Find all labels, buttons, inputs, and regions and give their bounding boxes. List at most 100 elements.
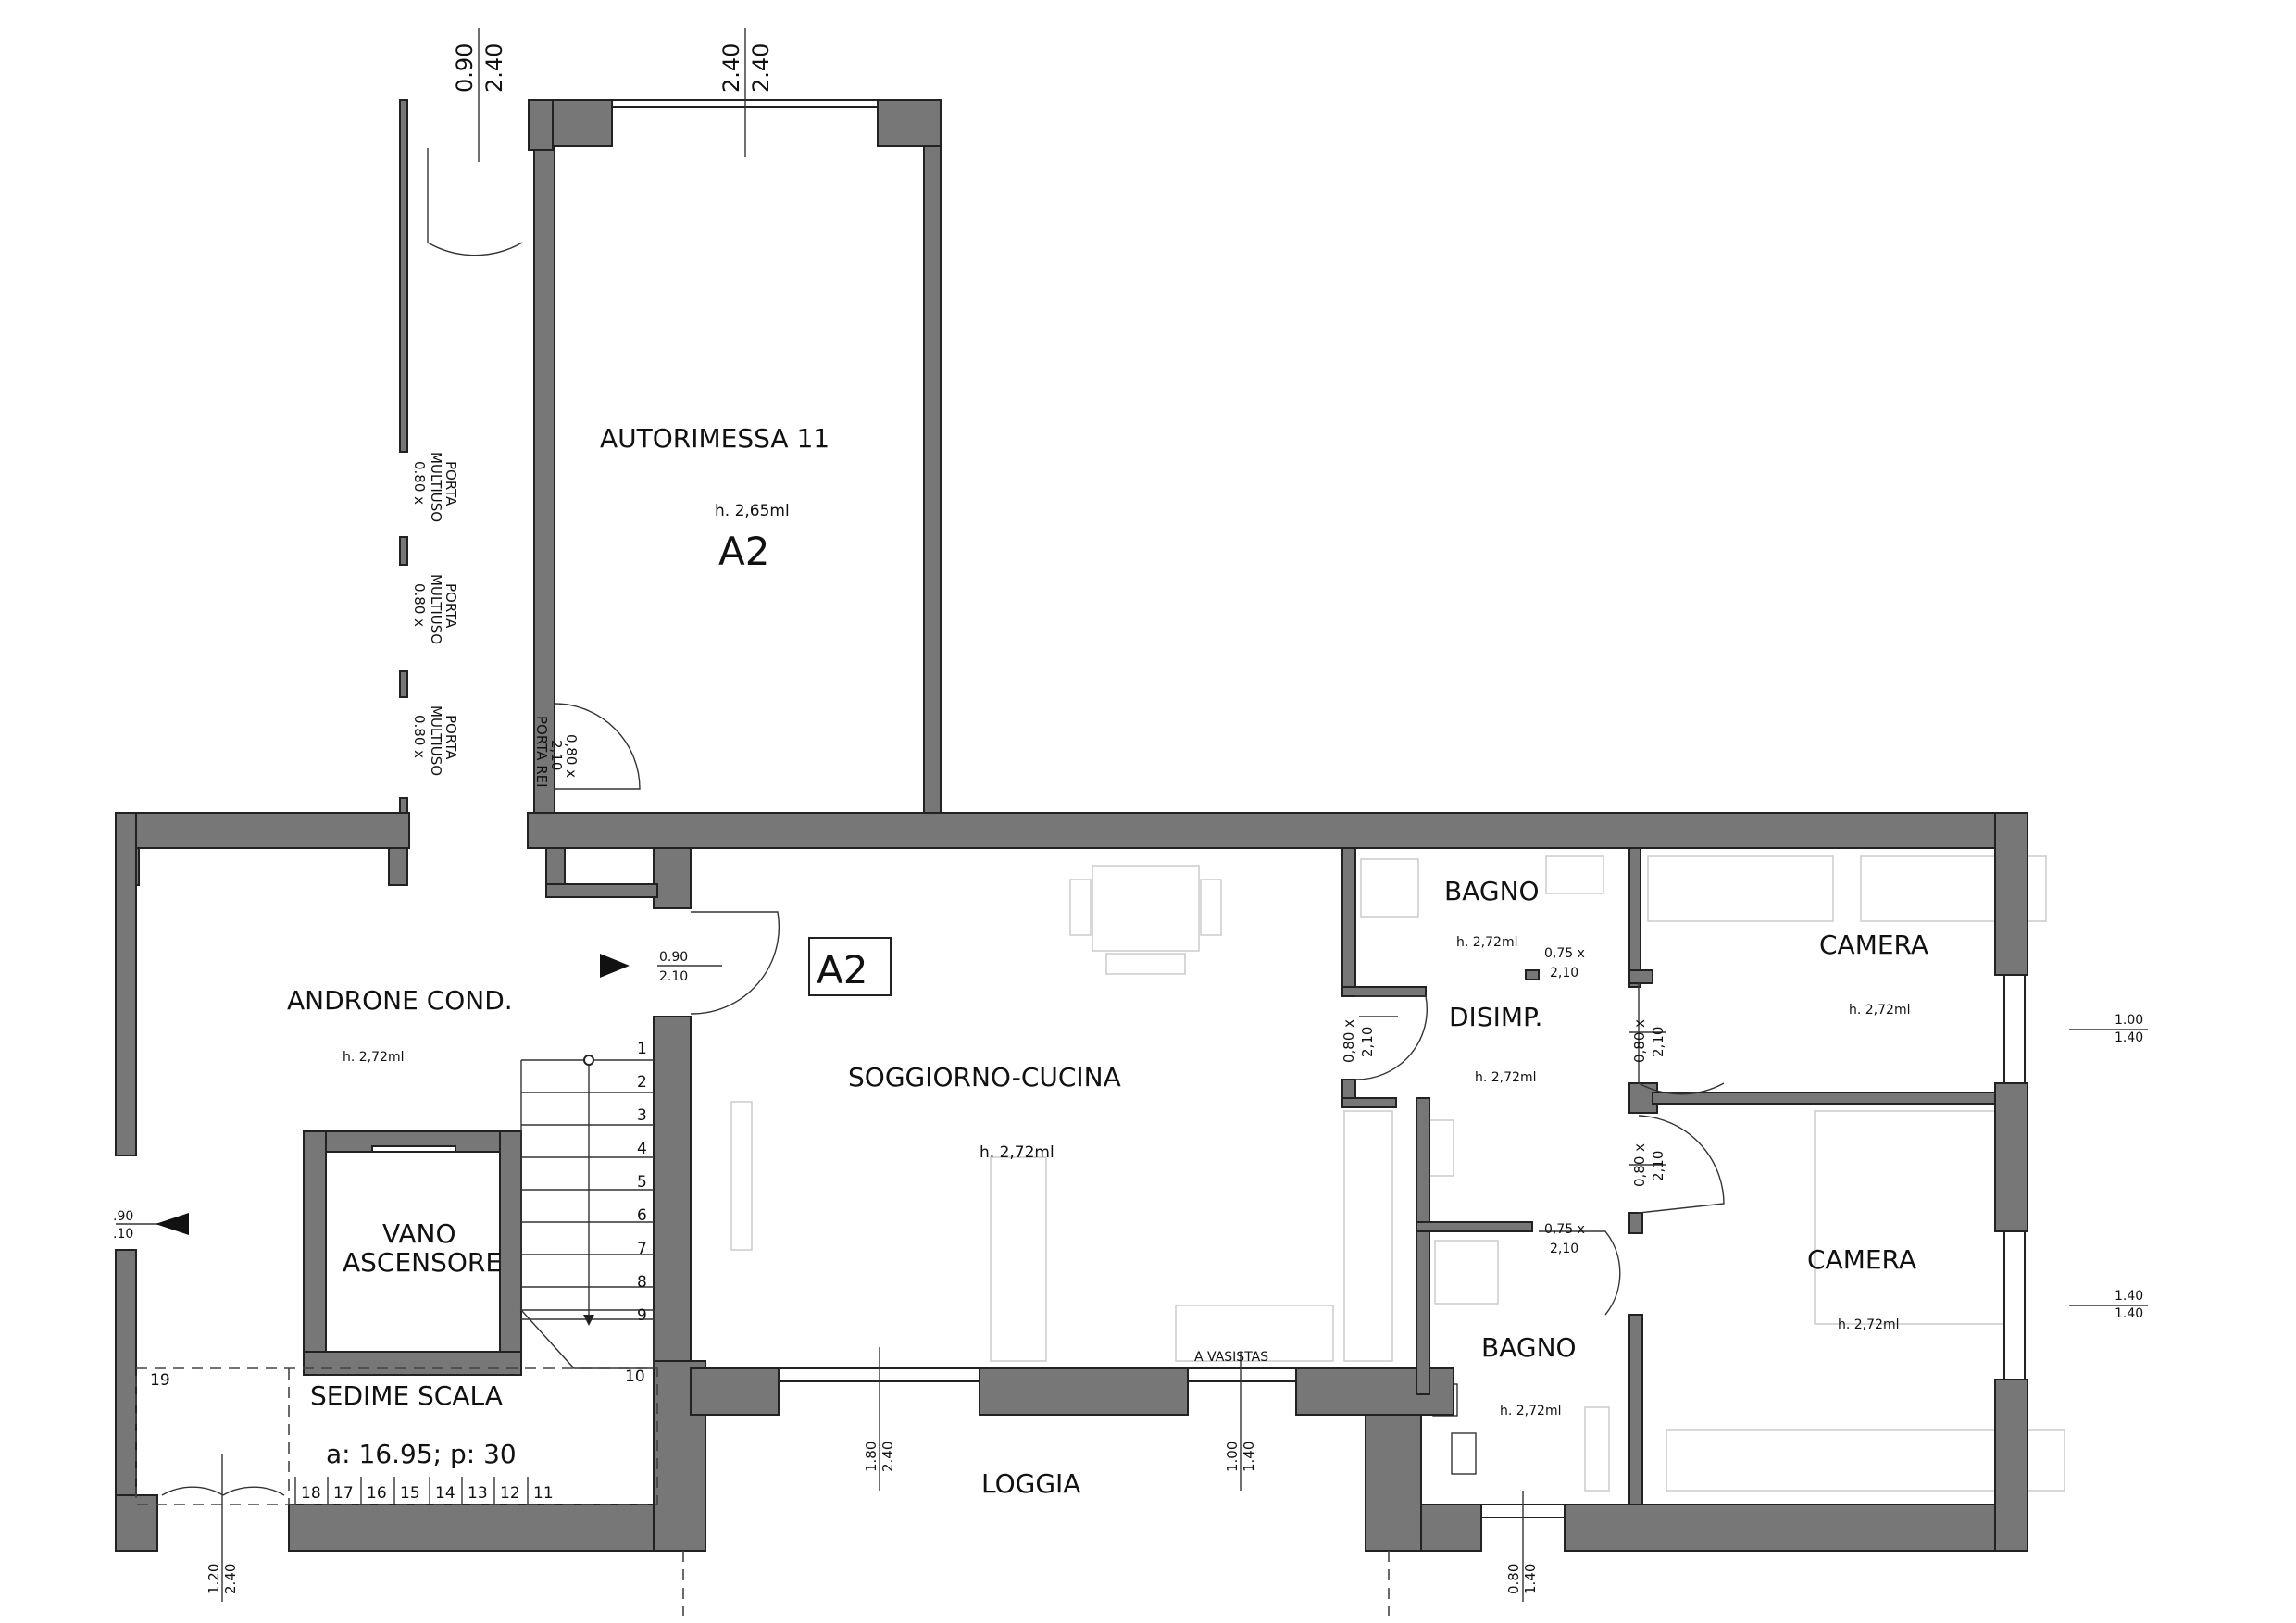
svg-text:PORTA REI: PORTA REI xyxy=(533,716,550,788)
stair-step-number: 3 xyxy=(637,1106,647,1125)
doors xyxy=(161,148,1725,1496)
rei-door-label: 0,80 x 2,10 PORTA REI xyxy=(533,716,580,788)
partition xyxy=(1628,969,1653,984)
interior-wall xyxy=(1365,1414,1422,1552)
room-height-bagno-top: h. 2,72ml xyxy=(1456,935,1517,950)
partition xyxy=(1416,1221,1533,1232)
partition xyxy=(1341,847,1356,988)
room-height-bagno-bottom: h. 2,72ml xyxy=(1500,1404,1561,1418)
room-name-camera-top: CAMERA xyxy=(1819,930,1928,960)
partition xyxy=(1628,847,1641,988)
loggia-window xyxy=(1187,1367,1297,1382)
elevator-wall xyxy=(303,1351,522,1376)
svg-text:0.80 x: 0.80 x xyxy=(411,461,428,505)
svg-text:2.40: 2.40 xyxy=(748,44,774,93)
svg-text:PORTA: PORTA xyxy=(443,583,459,629)
stair-step-number: 8 xyxy=(637,1273,647,1292)
garage-left-wall xyxy=(533,145,555,814)
rei-door-swing xyxy=(554,703,641,790)
room-name-bagno-bottom: BAGNO xyxy=(1481,1332,1577,1363)
corridor-wall xyxy=(399,99,408,453)
dining-chair xyxy=(1105,953,1186,975)
room-name-sedime: SEDIME SCALA xyxy=(310,1380,503,1411)
stair-step-number: 12 xyxy=(500,1484,520,1503)
stair-step-number: 6 xyxy=(637,1206,647,1225)
camera-door-swing xyxy=(1638,983,1725,1095)
outer-wall-bottom xyxy=(288,1504,706,1552)
outer-wall-bottom xyxy=(1564,1504,2028,1552)
double-bed xyxy=(1814,1110,2010,1325)
kitchen-island xyxy=(990,1156,1047,1362)
outer-wall-top xyxy=(527,812,2028,849)
kitchen-counter xyxy=(1343,1110,1393,1362)
svg-text:2.40: 2.40 xyxy=(718,44,744,93)
corridor-wall xyxy=(399,797,408,814)
walls xyxy=(115,99,2028,1552)
room-name-camera-bottom: CAMERA xyxy=(1807,1244,1916,1275)
stair-step-number: 1 xyxy=(637,1040,647,1058)
top-garage-opening-label: 2.40 2.40 xyxy=(718,44,774,93)
pedestrian-door-swing xyxy=(427,148,523,256)
stair-step-number: 11 xyxy=(533,1484,554,1503)
svg-text:0,80 x: 0,80 x xyxy=(1341,1019,1357,1063)
svg-text:MULTIUSO: MULTIUSO xyxy=(428,705,444,776)
disimp-left-door-label: 0,80 x 2,10 xyxy=(1341,1019,1376,1063)
room-height-disimp: h. 2,72ml xyxy=(1475,1070,1536,1085)
partition xyxy=(1341,1097,1397,1108)
garage-right-wall xyxy=(923,145,942,814)
svg-text:MULTIUSO: MULTIUSO xyxy=(428,452,444,522)
stair-step-number: 4 xyxy=(637,1140,647,1158)
camera-top-window-width: 1.00 xyxy=(2115,1013,2143,1028)
outer-wall xyxy=(545,847,566,886)
svg-text:2.40: 2.40 xyxy=(880,1442,896,1472)
left-entry-width: .90 xyxy=(113,1209,133,1224)
room-name-autorimessa: AUTORIMESSA 11 xyxy=(600,423,830,454)
interior-wall xyxy=(653,847,692,909)
outer-wall-right xyxy=(1994,1082,2028,1232)
partition xyxy=(1628,1212,1643,1234)
unit-label-box xyxy=(808,937,892,996)
stair-landing xyxy=(519,1309,655,1369)
entry-door-swing xyxy=(690,911,780,1015)
svg-text:0,80 x: 0,80 x xyxy=(1631,1143,1648,1187)
svg-text:0.80 x: 0.80 x xyxy=(411,715,428,758)
toilet xyxy=(1451,1432,1477,1475)
bagno-window-opening-label: 0.80 1.40 xyxy=(1505,1564,1539,1594)
svg-text:0,80 x: 0,80 x xyxy=(1631,1019,1648,1063)
svg-text:1.00: 1.00 xyxy=(1224,1442,1241,1472)
kitchen-counter xyxy=(1175,1305,1334,1362)
vasistas-label: A VASISTAS xyxy=(1194,1350,1268,1365)
loggia-wall xyxy=(690,1367,780,1416)
room-name-disimp: DISIMP. xyxy=(1449,1002,1542,1032)
svg-text:2.40: 2.40 xyxy=(481,44,507,93)
stair-step-number: 19 xyxy=(150,1371,170,1390)
camera-top-window-height: 1.40 xyxy=(2115,1030,2143,1045)
room-height-soggiorno: h. 2,72ml xyxy=(980,1143,1054,1162)
svg-text:2,10: 2,10 xyxy=(548,740,565,770)
interior-wall xyxy=(653,1016,692,1369)
stair-step-number: 7 xyxy=(637,1240,647,1258)
stair-step-number: 2 xyxy=(637,1073,647,1092)
bagno-top-door-height: 2,10 xyxy=(1550,966,1578,980)
svg-text:2,10: 2,10 xyxy=(1359,1027,1376,1057)
entry-door-height: 2.10 xyxy=(659,969,688,984)
multiuso-door-label: PORTA MULTIUSO 0.80 x xyxy=(411,705,459,776)
wardrobe xyxy=(1860,855,2047,922)
camera-window xyxy=(2003,974,2026,1084)
loggia-left-opening-label: 1.80 2.40 xyxy=(863,1442,896,1472)
wall-cabinet xyxy=(730,1101,753,1251)
main-entry-door-swing xyxy=(161,1486,285,1496)
svg-text:1.20: 1.20 xyxy=(206,1564,222,1594)
stair-step-number: 10 xyxy=(625,1367,645,1386)
stair-arrow-icon xyxy=(583,1315,594,1326)
dining-chair xyxy=(1200,879,1222,936)
stair-step-number: 18 xyxy=(301,1484,321,1503)
sedime-outline xyxy=(135,1367,658,1505)
outer-wall-top xyxy=(115,812,410,849)
corridor-wall xyxy=(528,99,554,151)
svg-text:PORTA: PORTA xyxy=(443,715,459,760)
bottom-entry-opening-label: 1.20 2.40 xyxy=(206,1564,239,1594)
camera-top-door-label: 0,80 x 2,10 xyxy=(1631,1019,1666,1063)
dining-chair xyxy=(1069,879,1092,936)
